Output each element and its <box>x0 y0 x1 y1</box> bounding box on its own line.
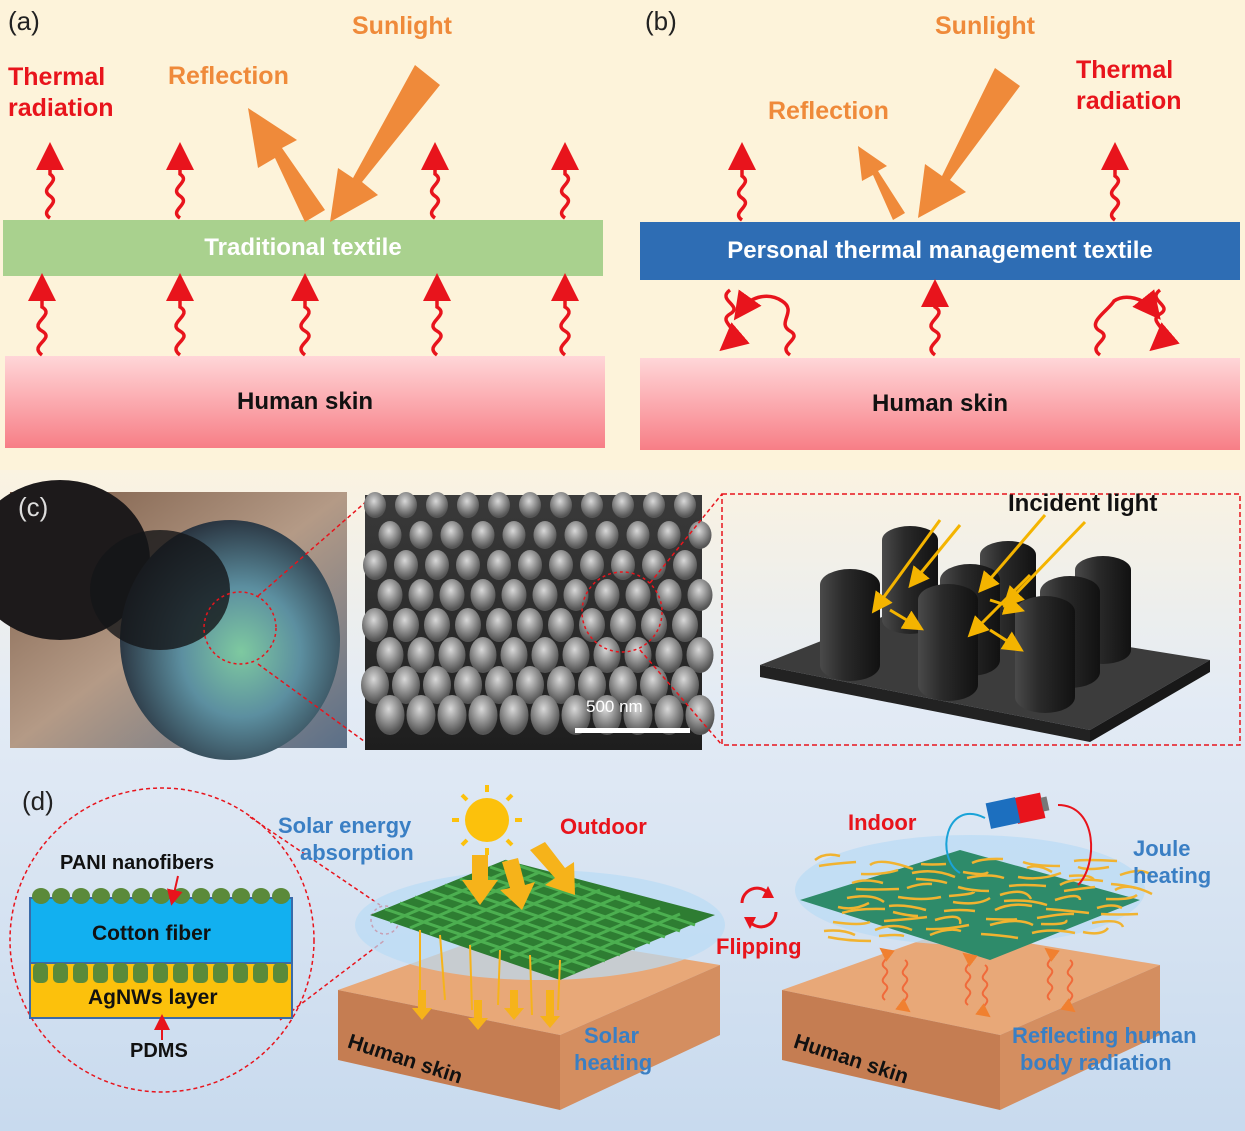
squiggle-b-up-2 <box>1101 142 1129 222</box>
squiggle-a-up-3 <box>421 142 449 220</box>
squiggle-a-up-2 <box>166 142 194 220</box>
flipping-label: Flipping <box>716 934 802 959</box>
panel-a-label: (a) <box>8 6 40 36</box>
panel-b-thermal-label: Thermal radiation <box>1076 56 1182 115</box>
squiggle-a-low-2 <box>166 273 194 357</box>
panel-a-human-skin: Human skin <box>5 356 605 448</box>
squiggle-b-low-2 <box>719 288 750 352</box>
solar-absorption-label: Solar energy absorption <box>278 813 414 865</box>
squiggle-b-low-3 <box>921 279 949 357</box>
panel-a-thermal-squiggles-lower <box>28 273 579 357</box>
joule-heating-label: Joule heating <box>1133 836 1212 888</box>
panel-a-thermal-label: Thermal radiation <box>8 63 114 122</box>
reflecting-radiation-label: Reflecting human body radiation <box>1012 1023 1197 1075</box>
panel-b-thermal-squiggles-upper <box>728 142 1129 222</box>
squiggle-b-up-1 <box>728 142 756 222</box>
pdms-label: PDMS <box>130 1040 188 1062</box>
squiggle-a-low-3 <box>291 273 319 357</box>
solar-heating-label: Solar heating <box>574 1023 653 1075</box>
panel-b-thermal-squiggles-lower <box>719 279 1180 357</box>
panel-a-thermal-squiggles-upper <box>36 142 579 220</box>
panel-b-human-skin: Human skin <box>640 358 1240 450</box>
pani-nanofibers-label: PANI nanofibers <box>60 852 215 874</box>
indoor-label: Indoor <box>848 810 917 835</box>
panel-c-label: (c) <box>18 492 49 522</box>
incident-light-label: Incident light <box>1008 490 1158 517</box>
panel-a-reflection-label: Reflection <box>168 62 289 90</box>
panel-b-reflection-arrow <box>858 146 905 220</box>
panel-a-b-arrows <box>28 65 1180 357</box>
squiggle-a-up-1 <box>36 142 64 220</box>
scale-bar-label: 500 nm <box>586 697 643 716</box>
outdoor-label: Outdoor <box>560 814 647 839</box>
squiggle-a-low-4 <box>423 273 451 357</box>
ptm-textile-bar: Personal thermal management textile <box>640 222 1240 280</box>
squiggle-a-up-4 <box>551 142 579 220</box>
panel-a-sunlight-label: Sunlight <box>352 12 452 40</box>
panel-b-reflection-label: Reflection <box>768 97 889 125</box>
panel-b-sunlight-label: Sunlight <box>935 12 1035 40</box>
panel-a-sunlight-arrow <box>330 65 440 222</box>
squiggle-a-low-1 <box>28 273 56 357</box>
panel-d-label: (d) <box>22 786 54 816</box>
panel-a-reflection-arrow <box>248 108 325 222</box>
agnws-layer-label: AgNWs layer <box>88 986 218 1009</box>
squiggle-b-low-4 <box>1093 289 1161 357</box>
panel-b-sunlight-arrow <box>918 68 1020 218</box>
squiggle-a-low-5 <box>551 273 579 357</box>
panel-b-label: (b) <box>645 6 677 36</box>
cotton-fiber-label: Cotton fiber <box>92 922 211 945</box>
traditional-textile-bar: Traditional textile <box>3 220 603 276</box>
squiggle-b-low-1 <box>733 289 796 357</box>
squiggle-b-low-5 <box>1149 288 1180 352</box>
